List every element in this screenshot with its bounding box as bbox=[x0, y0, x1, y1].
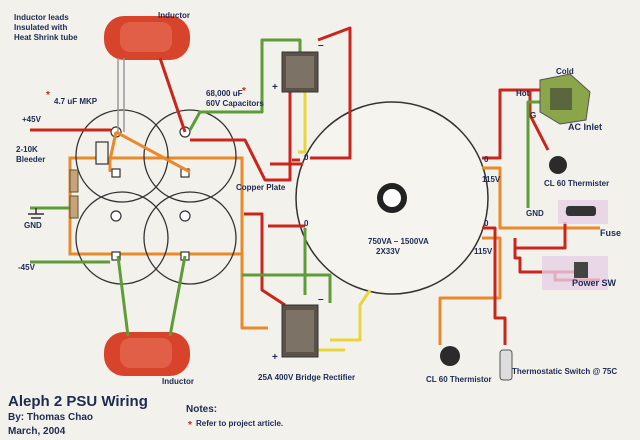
label-zero-r1: 0 bbox=[484, 155, 489, 164]
capacitor-bottom-left bbox=[75, 191, 169, 285]
rect-top-minus: – bbox=[318, 40, 324, 51]
label-capacitors-rating: 60V Capacitors bbox=[206, 99, 264, 108]
label-ac-inlet: AC Inlet bbox=[568, 122, 602, 132]
label-inductor-top: Inductor bbox=[158, 11, 190, 20]
capacitor-top-right bbox=[143, 109, 237, 203]
notes-title: Notes: bbox=[186, 404, 217, 415]
label-g: G bbox=[530, 111, 536, 120]
inductor-bottom-shape bbox=[104, 332, 190, 376]
label-zero-top: 0 bbox=[304, 153, 309, 162]
capacitor-bottom-right bbox=[143, 191, 237, 285]
label-transformer-voltage: 2X33V bbox=[376, 247, 401, 256]
thermistor-bottom-icon bbox=[440, 346, 460, 366]
ac-inlet-icon bbox=[539, 73, 591, 125]
label-bleeder: Bleeder bbox=[16, 155, 45, 164]
label-cl60-right: CL 60 Thermister bbox=[544, 179, 609, 188]
label-plus45v: +45V bbox=[22, 115, 42, 124]
label-zero-r2: 0 bbox=[484, 219, 489, 228]
capacitor-group bbox=[75, 109, 237, 285]
label-cold: Cold bbox=[556, 67, 574, 76]
capacitor-top-left bbox=[75, 109, 169, 203]
notes-bullet: * bbox=[188, 420, 192, 431]
copper-plate bbox=[68, 156, 244, 256]
ground-symbol-left bbox=[28, 208, 44, 219]
label-115v-bottom: 115V bbox=[474, 247, 493, 256]
label-gnd-right: GND bbox=[526, 209, 544, 218]
label-thermostatic: Thermostatic Switch @ 75C bbox=[512, 367, 617, 376]
label-gnd-left: GND bbox=[24, 221, 42, 230]
label-capacitors-value: 68,000 uF bbox=[206, 89, 243, 98]
bleeder-resistors bbox=[69, 169, 79, 219]
rect-bottom-minus: – bbox=[318, 294, 324, 305]
note-star-mkp: * bbox=[46, 90, 50, 101]
thermistor-right-icon bbox=[549, 156, 567, 174]
label-transformer-rating: 750VA – 1500VA bbox=[368, 237, 429, 246]
label-minus45v: -45V bbox=[18, 263, 36, 272]
notes-item: Refer to project article. bbox=[196, 419, 283, 428]
power-switch-icon bbox=[542, 256, 608, 290]
label-copper-plate: Copper Plate bbox=[236, 183, 286, 192]
diagram-date: March, 2004 bbox=[8, 426, 66, 437]
label-power-sw: Power SW bbox=[572, 278, 617, 288]
label-rectifier: 25A 400V Bridge Rectifier bbox=[258, 373, 355, 382]
rect-bottom-plus: + bbox=[272, 352, 278, 363]
label-zero-bottom: 0 bbox=[304, 219, 309, 228]
label-mkp: 4.7 uF MKP bbox=[54, 97, 98, 106]
note-star-caps: * bbox=[242, 86, 246, 97]
fuse-icon bbox=[558, 200, 608, 224]
bridge-rectifier-bottom bbox=[281, 304, 319, 358]
bridge-rectifier-top bbox=[281, 51, 319, 93]
label-fuse: Fuse bbox=[600, 228, 621, 238]
mkp-capacitor bbox=[95, 141, 109, 165]
label-heat-shrink: Heat Shrink tube bbox=[14, 33, 78, 42]
transformer-bolt bbox=[377, 183, 407, 213]
label-inductor-leads: Inductor leads bbox=[14, 13, 69, 22]
thermostatic-switch-icon bbox=[499, 349, 513, 381]
diagram-author: By: Thomas Chao bbox=[8, 412, 93, 423]
diagram-title: Aleph 2 PSU Wiring bbox=[8, 393, 148, 410]
label-inductor-bottom: Inductor bbox=[162, 377, 194, 386]
label-115v-top: 115V bbox=[482, 175, 501, 184]
label-bleeder-value: 2-10K bbox=[16, 145, 38, 154]
label-insulated-with: Insulated with bbox=[14, 23, 67, 32]
rect-top-plus: + bbox=[272, 82, 278, 93]
label-hot: Hot bbox=[516, 89, 530, 98]
inductor-top-shape bbox=[104, 16, 190, 60]
wires bbox=[30, 26, 600, 352]
label-cl60-bottom: CL 60 Thermistor bbox=[426, 375, 492, 384]
